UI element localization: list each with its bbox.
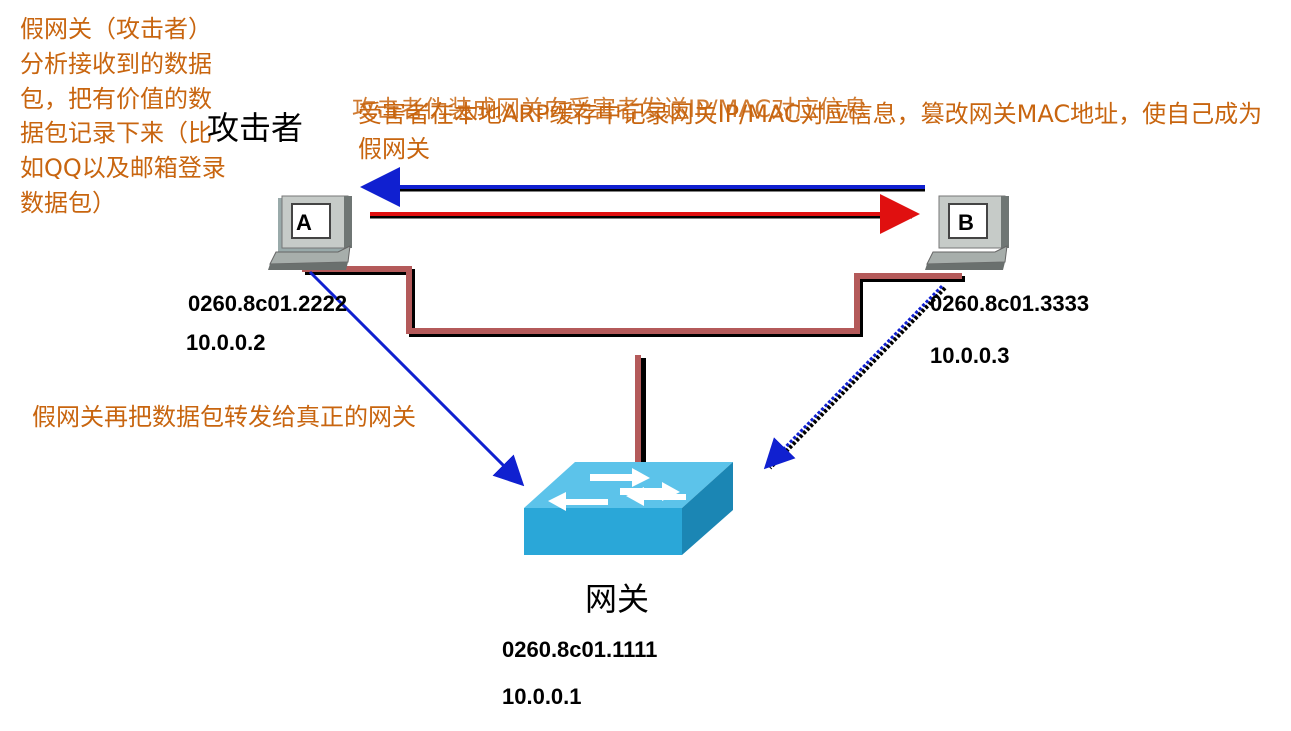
top-caption: 受害者在本地ARP缓存中记录网关IP/MAC对应信息，篡改网关MAC地址，使自己… [358,100,1263,163]
arrow-a-to-gateway [308,270,525,487]
attacker-label: 攻击者 [207,109,304,147]
arrow-a-to-b [370,194,920,234]
switch-icon [524,462,733,555]
arrow-b-to-a [360,167,925,207]
computer-b-icon [925,195,1009,270]
forward-caption: 假网关再把数据包转发给真正的网关 [32,403,416,431]
computer-a-icon [268,195,352,270]
cable-a-to-switch [302,266,965,337]
host-b-label: B [958,210,974,235]
top-caption-overlap: 攻击者伪装成网关向受害者发送IP/MAC对应信息 [352,95,868,123]
cable-trunk [635,355,646,470]
attacker-note: 假网关（攻击者）分析接收到的数据包，把有价值的数据包记录下来（比如QQ以及邮箱登… [20,15,226,217]
gateway-ip: 10.0.0.1 [502,684,582,709]
host-a-label: A [296,210,312,235]
gateway-mac: 0260.8c01.1111 [502,637,658,662]
host-a-mac: 0260.8c01.2222 [188,291,348,316]
host-b-mac: 0260.8c01.3333 [930,291,1090,316]
arrow-b-to-gateway [763,284,947,470]
host-b-ip: 10.0.0.3 [930,343,1010,368]
gateway-label: 网关 [585,580,650,618]
host-a-ip: 10.0.0.2 [186,330,266,355]
